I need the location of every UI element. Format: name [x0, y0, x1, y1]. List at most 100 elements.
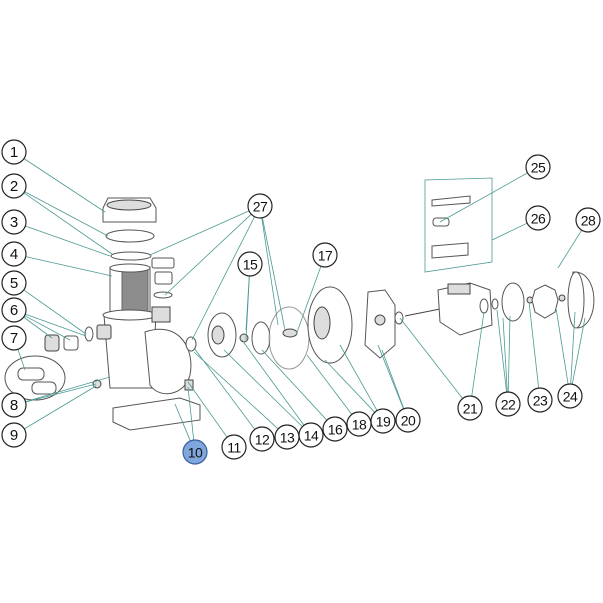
- callout-11: 11: [221, 434, 247, 460]
- o-ring-part: [110, 251, 152, 261]
- callout-circle: [525, 154, 551, 180]
- callout-number: 11: [227, 440, 241, 456]
- callout-circle: [1, 422, 27, 448]
- leader-line-21: [471, 311, 485, 397]
- callout-26: 26: [525, 205, 551, 231]
- callout-number: 2: [10, 178, 18, 195]
- callout-number: 18: [352, 417, 367, 433]
- leader-line-19: [339, 344, 378, 411]
- callout-circle: [370, 408, 396, 434]
- callout-number: 14: [304, 428, 319, 444]
- leader-line-27: [164, 213, 252, 296]
- callout-19: 19: [370, 408, 396, 434]
- callout-number: 12: [255, 432, 270, 448]
- callout-circle: [1, 241, 27, 267]
- leader-line-20: [381, 349, 405, 409]
- callout-circle: [221, 434, 247, 460]
- callout-number: 27: [253, 199, 268, 215]
- leader-line-22: [502, 317, 508, 393]
- leader-line-26: [491, 222, 528, 241]
- leader-line-7: [17, 349, 26, 371]
- callout-circle: [312, 242, 338, 268]
- pump-body-part: [96, 306, 192, 395]
- leader-line-27: [149, 210, 250, 256]
- callout-number: 3: [10, 214, 18, 231]
- leader-line-28: [557, 229, 582, 269]
- callout-circle: [298, 422, 324, 448]
- leader-lines: [17, 158, 586, 442]
- leader-line-6: [23, 316, 53, 339]
- leader-line-20: [377, 344, 404, 410]
- leader-line-17: [295, 266, 322, 336]
- motor-part: [404, 271, 595, 336]
- leader-line-14: [241, 339, 305, 426]
- leader-line-8: [25, 376, 111, 403]
- leader-line-15: [245, 275, 250, 341]
- callout-3: 3: [1, 209, 27, 235]
- callout-23: 23: [527, 387, 553, 413]
- diffuser-parts: [185, 306, 310, 370]
- callout-number: 8: [10, 397, 18, 414]
- callout-24: 24: [557, 383, 583, 409]
- leader-line-10: [174, 403, 191, 442]
- callout-number: 13: [280, 430, 295, 446]
- callout-number: 17: [318, 248, 333, 264]
- callout-7: 7: [1, 325, 27, 351]
- callout-circle: [1, 173, 27, 199]
- leader-line-3: [25, 225, 111, 257]
- callout-circle: [1, 325, 27, 351]
- callout-circle: [575, 207, 601, 233]
- callout-number: 25: [531, 160, 546, 176]
- lid-part: [102, 197, 157, 223]
- leader-line-16: [261, 349, 328, 421]
- leader-line-27: [261, 217, 279, 326]
- leader-line-2: [23, 192, 113, 255]
- callout-1: 1: [1, 139, 27, 165]
- callout-circle: [1, 209, 27, 235]
- terminal-box-part: [424, 177, 493, 273]
- callout-number: 28: [581, 213, 596, 229]
- callout-circle: [1, 139, 27, 165]
- leader-line-1: [23, 158, 106, 213]
- leader-line-6: [25, 313, 87, 337]
- callout-circle: [182, 439, 208, 465]
- callout-number: 15: [243, 257, 258, 273]
- union-parts: [4, 257, 175, 401]
- callout-number: 7: [10, 330, 18, 347]
- leader-line-22: [507, 315, 511, 393]
- callout-14: 14: [298, 422, 324, 448]
- callout-number: 26: [531, 211, 546, 227]
- motor-flange-part: [364, 289, 404, 359]
- callout-circle: [525, 205, 551, 231]
- leader-line-18: [306, 354, 353, 415]
- leader-line-8: [25, 383, 97, 403]
- callout-9: 9: [1, 422, 27, 448]
- callout-28: 28: [575, 207, 601, 233]
- callout-number: 4: [10, 246, 18, 263]
- leader-line-22: [496, 309, 508, 393]
- callout-circle: [527, 387, 553, 413]
- leader-line-27: [261, 217, 286, 331]
- callout-circle: [1, 392, 27, 418]
- callout-18: 18: [346, 411, 372, 437]
- callout-circle: [557, 383, 583, 409]
- callout-circle: [247, 193, 273, 219]
- callout-2: 2: [1, 173, 27, 199]
- callout-number: 9: [10, 427, 18, 444]
- callout-21: 21: [457, 395, 483, 421]
- callout-number: 16: [328, 422, 343, 438]
- leader-line-11: [187, 381, 228, 438]
- callout-20: 20: [395, 407, 421, 433]
- callout-number: 6: [10, 302, 18, 319]
- seal-plate-part: [307, 286, 353, 364]
- callout-4: 4: [1, 241, 27, 267]
- leader-line-13: [193, 351, 279, 430]
- leader-line-24: [570, 311, 576, 385]
- cover-part: [105, 229, 155, 243]
- callout-circle: [237, 251, 263, 277]
- callout-13: 13: [274, 424, 300, 450]
- leader-line-4: [25, 256, 113, 277]
- callout-15: 15: [237, 251, 263, 277]
- leader-line-2: [24, 191, 109, 237]
